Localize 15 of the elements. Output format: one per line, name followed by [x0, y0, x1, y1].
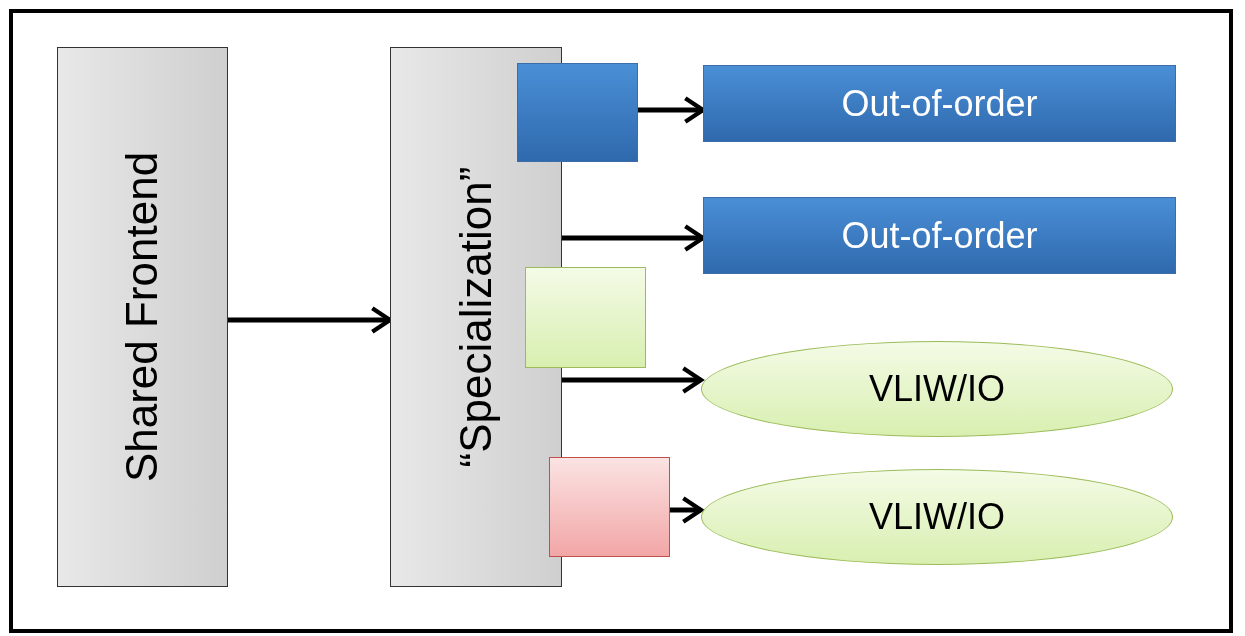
node-label: Out-of-order	[841, 82, 1038, 125]
core-block	[517, 63, 638, 162]
core-box	[703, 197, 1176, 274]
node-label: VLIW/IO	[869, 368, 1005, 410]
node-label: Shared Frontend	[117, 151, 168, 483]
arrow	[562, 366, 704, 394]
core-block	[525, 267, 646, 368]
arrow	[670, 496, 704, 524]
node-label: Out-of-order	[841, 214, 1038, 257]
node-label: VLIW/IO	[869, 496, 1005, 538]
frontend-box	[57, 47, 228, 587]
core-box	[703, 65, 1176, 142]
core-block	[549, 457, 670, 557]
specialization-box	[390, 47, 562, 587]
node-label: “Specialization”	[451, 166, 501, 468]
